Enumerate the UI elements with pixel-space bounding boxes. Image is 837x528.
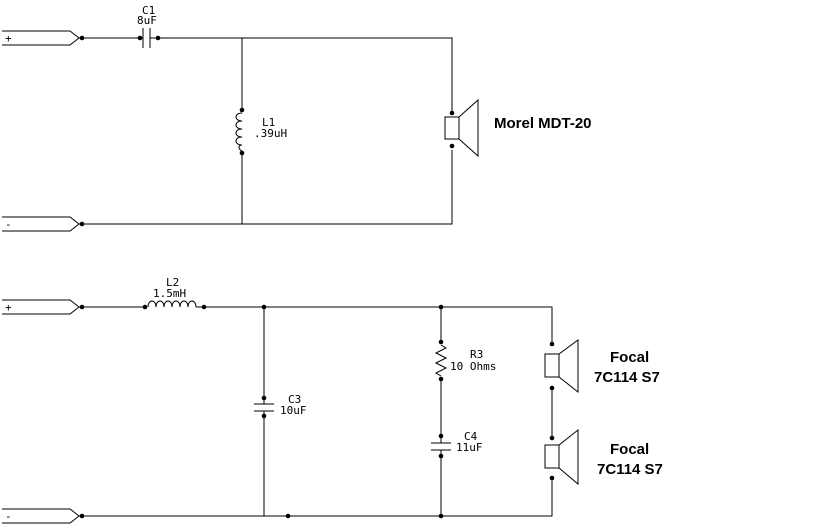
- tweeter-plus-label: +: [5, 32, 12, 45]
- c3-value: 10uF: [280, 404, 307, 417]
- woofer-1-label-line1: Focal: [610, 349, 649, 366]
- capacitor-c4: C4 11uF: [431, 379, 483, 516]
- tweeter-plus-terminal: +: [2, 30, 80, 46]
- woofer-minus-label: -: [5, 510, 12, 523]
- capacitor-c1: C1 8uF: [137, 4, 161, 48]
- c1-ref: C1: [142, 4, 155, 17]
- l2-value: 1.5mH: [153, 287, 186, 300]
- c1-value: 8uF: [137, 14, 157, 27]
- speaker-woofer-2: Focal 7C114 S7: [544, 428, 663, 486]
- l2-ref: L2: [166, 276, 179, 289]
- resistor-r3: R3 10 Ohms: [434, 304, 496, 382]
- inductor-l1: L1 .39uH: [235, 38, 287, 224]
- capacitor-c3: C3 10uF: [254, 304, 307, 516]
- speaker-woofer-1: Focal 7C114 S7: [544, 339, 660, 394]
- l1-ref: L1: [262, 116, 275, 129]
- tweeter-circuit: + - C1 8uF L1 .39uH: [2, 4, 592, 232]
- tweeter-minus-label: -: [5, 218, 12, 231]
- r3-ref: R3: [470, 348, 483, 361]
- woofer-circuit: + - L2 1.5mH C3 10uF: [2, 276, 663, 524]
- tweeter-driver-label: Morel MDT-20: [494, 115, 592, 132]
- l1-value: .39uH: [254, 127, 287, 140]
- speaker-tweeter: Morel MDT-20: [444, 98, 592, 158]
- r3-value: 10 Ohms: [450, 360, 496, 373]
- inductor-l2: L2 1.5mH: [142, 276, 207, 310]
- c4-value: 11uF: [456, 441, 483, 454]
- woofer-plus-terminal: +: [2, 299, 80, 315]
- c3-ref: C3: [288, 393, 301, 406]
- c4-ref: C4: [464, 430, 478, 443]
- woofer-plus-label: +: [5, 301, 12, 314]
- woofer-2-label-line1: Focal: [610, 441, 649, 458]
- woofer-2-label-line2: 7C114 S7: [597, 461, 663, 478]
- woofer-minus-terminal: -: [2, 508, 80, 524]
- tweeter-minus-terminal: -: [2, 216, 80, 232]
- woofer-1-label-line2: 7C114 S7: [594, 369, 660, 386]
